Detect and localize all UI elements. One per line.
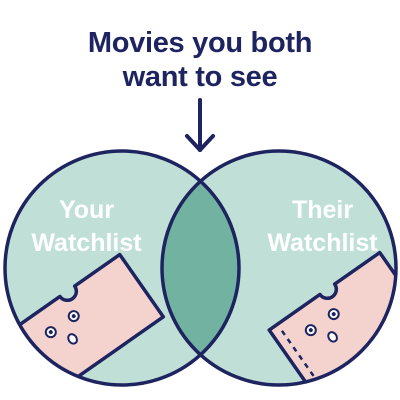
your-watchlist-label-line-2: Watchlist <box>31 229 142 257</box>
their-watchlist-label-line-2: Watchlist <box>267 229 378 257</box>
their-watchlist-label: Their Watchlist <box>250 194 395 260</box>
ticket-face-icon <box>267 250 396 385</box>
headline-line-1: Movies you both <box>87 27 313 59</box>
headline: Movies you both want to see <box>0 26 400 94</box>
their-watchlist-label-line-1: Their <box>291 196 354 224</box>
down-arrow-icon <box>185 98 215 152</box>
your-watchlist-label: Your Watchlist <box>14 194 159 260</box>
overlap-region <box>162 151 239 385</box>
headline-line-2: want to see <box>122 61 278 93</box>
your-watchlist-label-line-1: Your <box>58 196 115 224</box>
